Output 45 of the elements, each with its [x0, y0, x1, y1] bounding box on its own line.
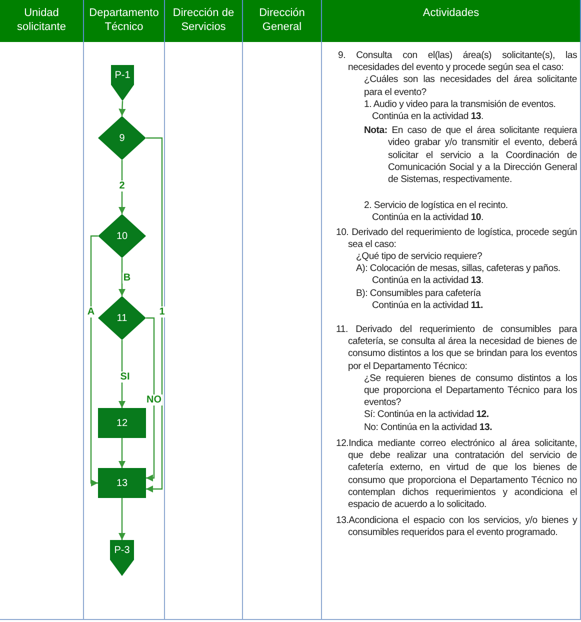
- arrow: [118, 438, 126, 468]
- edge-label: 1: [158, 306, 166, 318]
- activity-text: ¿Se requieren bienes de consumo distintos a los que proporciona el Departamento Técnico para los eventos?: [363, 372, 577, 410]
- activity-text: B): Consumibles para cafetería: [355, 288, 482, 300]
- process-box: 12: [98, 408, 146, 438]
- decision-diamond: 11: [98, 296, 146, 340]
- edge-label: 2: [118, 180, 126, 192]
- activity-text: Continúa en la actividad 13.: [371, 111, 484, 124]
- arrow: [118, 258, 126, 296]
- activity-text: No: Continúa en la actividad 13.: [363, 422, 494, 434]
- arrow: [118, 100, 126, 116]
- arrow: [146, 137, 163, 493]
- off-page-connector: P-3: [110, 540, 134, 576]
- edge-label: A: [86, 306, 96, 318]
- arrow: [118, 340, 126, 408]
- process-box: 13: [98, 468, 146, 498]
- activity-text: Nota: En caso de que el área solicitante requiera video grabar y/o transmitir el evento, deberá solicitar el servicio a la Coordinación de Comunicación Social y a la Dirección General de Sistemas, respectivamente.: [363, 125, 577, 186]
- activity-text: 11. Derivado del requerimiento de consumibles para cafetería, se consulta al área la necesidad de bienes de consumo distintos a los que se brindan para los eventos por el Departamento Técnico:: [335, 324, 577, 373]
- off-page-connector: P-1: [111, 65, 134, 101]
- edge-label: B: [122, 272, 132, 284]
- decision-diamond: 10: [98, 214, 146, 258]
- column-header: Actividades: [322, 0, 581, 42]
- column-header: Dirección General: [243, 0, 322, 42]
- activity-text: 2. Servicio de logística en el recinto.: [363, 200, 509, 212]
- activity-text: Continúa en la actividad 10.: [371, 212, 484, 225]
- arrow: [118, 498, 126, 540]
- arrow: [90, 235, 98, 487]
- column-header: Dirección de Servicios: [165, 0, 243, 42]
- column-header: Departamento Técnico: [84, 0, 165, 42]
- edge-label: SI: [119, 372, 131, 382]
- activity-text: Continúa en la actividad 11.: [371, 300, 484, 312]
- decision-diamond: 9: [98, 116, 146, 160]
- column-header: Unidad solicitante: [0, 0, 84, 42]
- activity-text: 1. Audio y video para la transmisión de eventos.: [363, 98, 557, 112]
- activity-text: 12.Indica mediante correo electrónico al área solicitante, que debe realizar una contratación del servicio de cafetería externo, en virtud de que los bienes de consumo que proporciona el Departamento Técnico no contemplan dichos requerimientos y acondiciona el espacio de acuerdo a lo solicitado.: [335, 438, 577, 512]
- activity-text: ¿Cuáles son las necesidades del área solicitante para el evento?: [363, 74, 577, 99]
- activity-text: Continúa en la actividad 13.: [371, 275, 484, 288]
- activity-text: A): Colocación de mesas, sillas, cafeteras y paños.: [355, 263, 562, 276]
- activity-text: 10. Derivado del requerimiento de logística, procede según sea el caso:: [335, 226, 577, 252]
- activity-text: 9. Consulta con el(las) área(s) solicitante(s), las necesidades del evento y procede según sea el caso:: [337, 50, 577, 74]
- edge-label: NO: [146, 394, 162, 406]
- activity-text: ¿Qué tipo de servicio requiere?: [355, 251, 484, 264]
- activity-text: Sí: Continúa en la actividad 12.: [363, 409, 490, 422]
- activity-text: 13.Acondiciona el espacio con los servicios, y/o bienes y consumibles requeridos para el evento programado.: [335, 515, 577, 540]
- arrow: [146, 317, 155, 482]
